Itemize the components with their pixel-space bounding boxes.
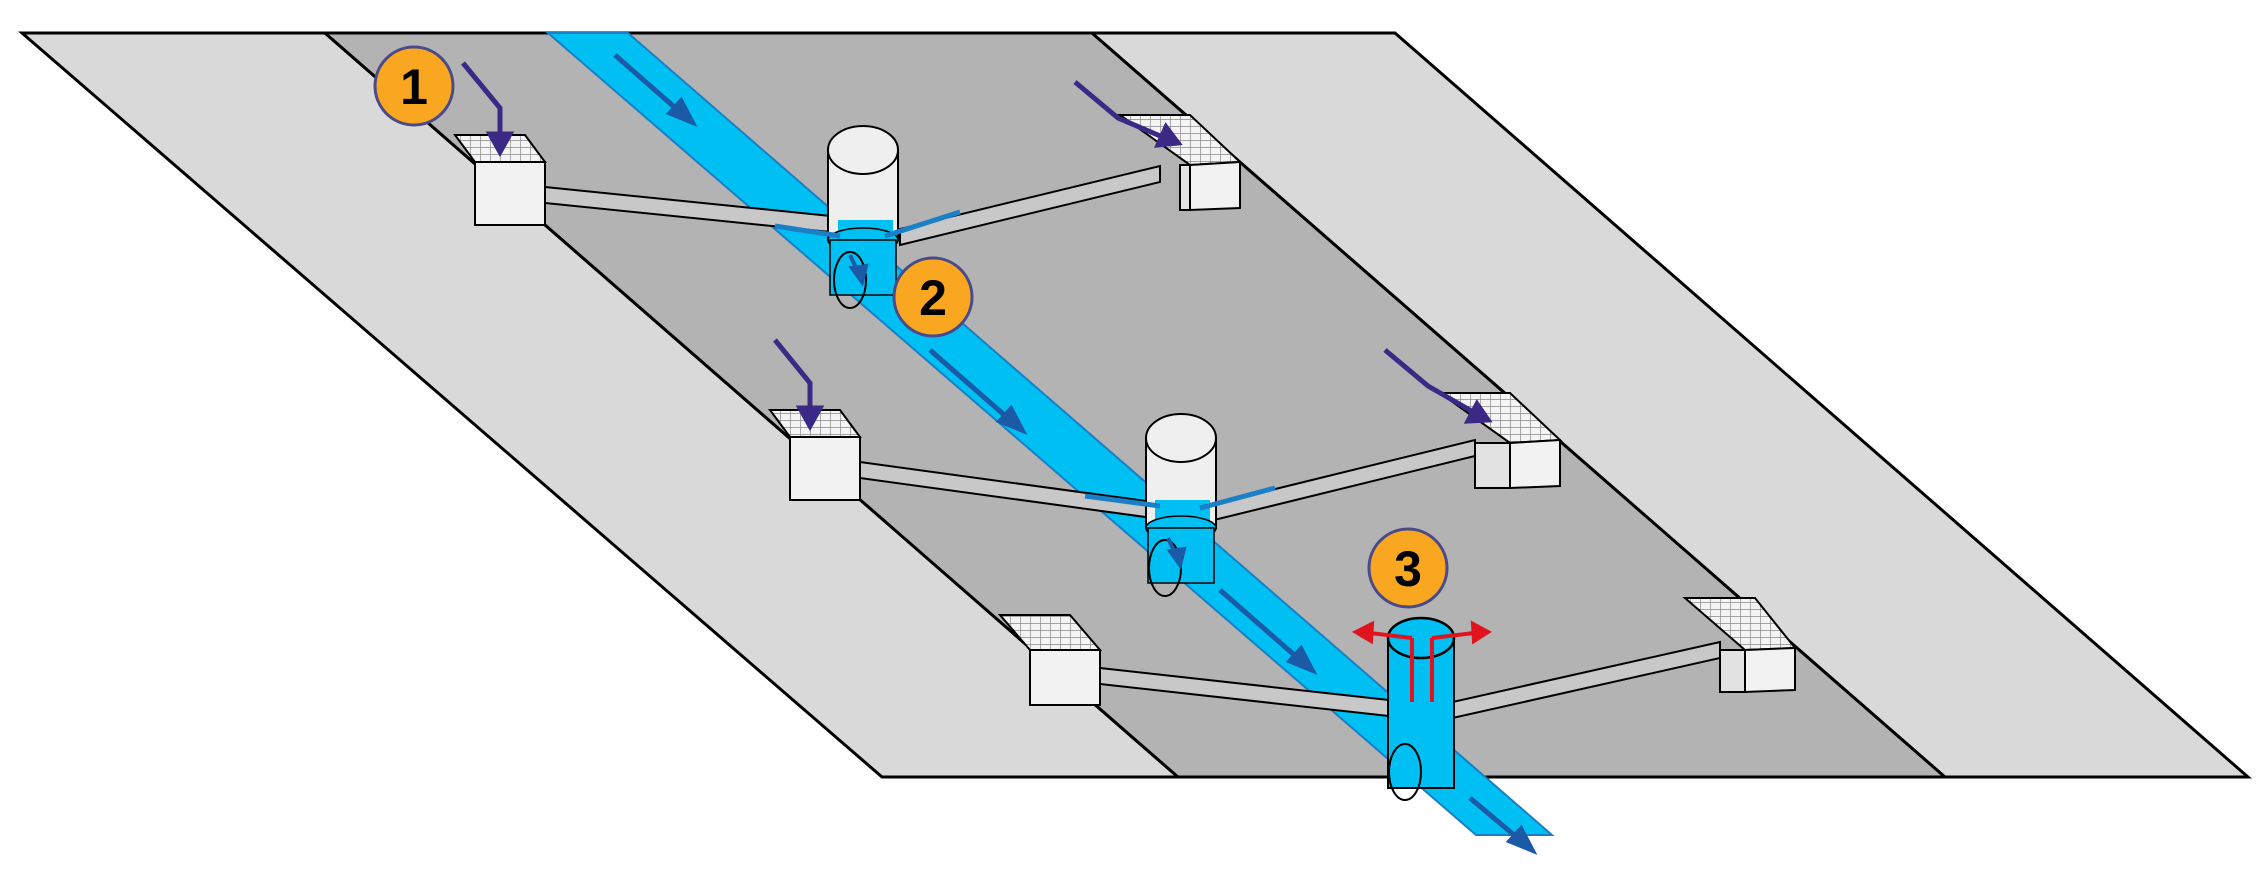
inflow-arrow-icon (461, 61, 515, 158)
sidewalk-right (1087, 31, 2253, 779)
manhole-icon (1084, 413, 1276, 597)
flow-arrow-icon (928, 348, 1028, 435)
flow-arrow-icon (1468, 796, 1538, 855)
marker-2-label: 2 (919, 270, 947, 326)
manhole-icon (774, 125, 961, 309)
flow-arrow-icon (848, 254, 869, 287)
flow-arrow-icon (1218, 588, 1318, 675)
flow-arrow-icon (613, 53, 698, 127)
storm-inlet-grate-icon (1436, 392, 1563, 490)
storm-inlet-grate-icon (1116, 114, 1243, 212)
storm-inlet-grate-icon (1682, 597, 1798, 694)
inflow-arrow-icon (1073, 80, 1183, 148)
inflow-arrow-icon (1383, 348, 1493, 424)
marker-3: 3 (1367, 527, 1449, 609)
marker-1-label: 1 (400, 59, 428, 115)
leak-arrow-icon (1351, 620, 1492, 702)
manhole-icon (1386, 616, 1456, 801)
flow-arrow-icon (1166, 537, 1187, 570)
lateral-pipes (544, 164, 1721, 721)
storm-inlet-grate-icon (768, 409, 862, 501)
marker-1: 1 (373, 45, 455, 127)
inflow-arrow-icon (773, 338, 825, 432)
storm-inlet-grate-icon (997, 614, 1103, 706)
marker-3-label: 3 (1394, 541, 1422, 597)
marker-2: 2 (892, 256, 974, 338)
